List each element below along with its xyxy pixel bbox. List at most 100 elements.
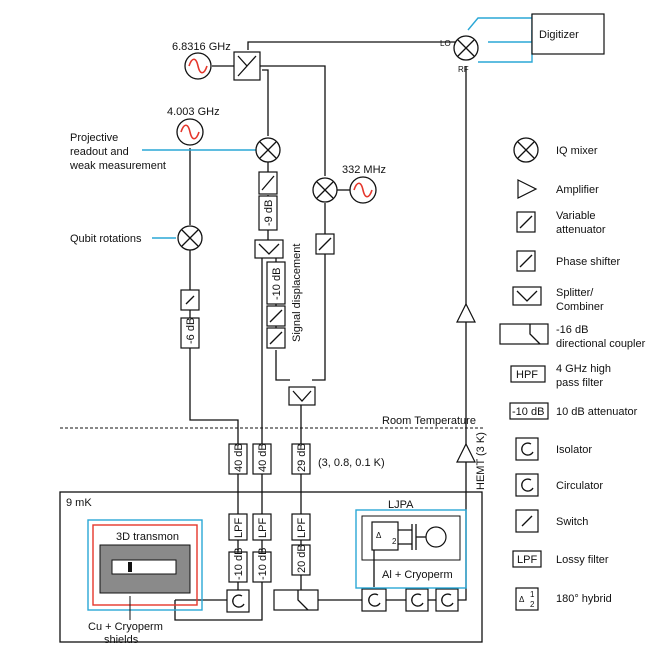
room-amplifier — [456, 302, 476, 323]
demod-mixer — [453, 35, 479, 61]
ljpa-label: LJPA — [388, 499, 414, 511]
svg-text:Δ: Δ — [519, 595, 525, 604]
phase-shift-mid — [266, 327, 286, 349]
legend-switch-icon — [515, 509, 539, 533]
circulator-ljpa — [361, 588, 387, 612]
legend-var-att-icon — [516, 211, 536, 233]
svg-text:LPF: LPF — [257, 518, 269, 538]
legend-lpf-box: LPF — [517, 554, 537, 566]
svg-text:Δ: Δ — [376, 531, 382, 540]
temps-label: (3, 0.8, 0.1 K) — [318, 457, 385, 469]
mk-label: 9 mK — [66, 497, 92, 509]
svg-text:-10 dB: -10 dB — [233, 548, 245, 580]
lo-freq-label: 6.8316 GHz — [172, 41, 231, 53]
legend-phase-shifter-icon — [516, 250, 536, 272]
combiner — [288, 386, 316, 406]
legend-amplifier: Amplifier — [556, 184, 599, 196]
transmon-label: 3D transmon — [116, 531, 179, 543]
sideband-source — [349, 176, 377, 204]
isolator-2 — [435, 588, 459, 612]
legend-att-text: 10 dB attenuator — [556, 406, 638, 418]
legend-att-box: -10 dB — [512, 406, 544, 418]
signal-displacement-label: Signal displacement — [291, 244, 303, 342]
legend-circulator: Circulator — [556, 480, 603, 492]
projective-line-3: weak measurement — [69, 160, 166, 172]
legend-hpf-1: 4 GHz high — [556, 363, 611, 375]
projective-line-1: Projective — [70, 132, 118, 144]
legend-phase-shifter: Phase shifter — [556, 256, 621, 268]
hemt-label: HEMT (3 K) — [475, 432, 487, 490]
svg-text:29 dB: 29 dB — [296, 443, 308, 472]
svg-text:2: 2 — [530, 600, 535, 609]
phase-shifter-readout — [258, 171, 278, 195]
att-10-a: -10 dB — [228, 548, 248, 583]
circulator-transmon — [226, 589, 250, 613]
rotation-mixer — [177, 225, 203, 251]
legend-hpf-icon — [510, 365, 546, 383]
svg-text:40 dB: 40 dB — [233, 443, 245, 472]
svg-text:2: 2 — [392, 537, 397, 546]
legend-iq-mixer-icon — [513, 137, 539, 163]
att-40-a: 40 dB — [228, 443, 248, 475]
att-minus10-mid: -10 dB — [266, 261, 286, 305]
readout-source — [176, 118, 204, 146]
legend-var-att-2: attenuator — [556, 224, 606, 236]
rf-port-label: RF — [458, 65, 469, 74]
att-20: 20 dB — [291, 544, 311, 576]
ljpa-squid — [398, 524, 447, 550]
al-cryoperm-label: Al + Cryoperm — [382, 569, 453, 581]
projective-line-2: readout and — [70, 146, 129, 158]
transmon-junction — [128, 562, 132, 572]
ljpa-hybrid: Δ 2 — [371, 521, 399, 551]
att-10-b: -10 dB — [252, 548, 272, 583]
digitizer-box — [531, 13, 605, 55]
legend-hybrid: 180° hybrid — [556, 593, 612, 605]
cu-label-2: shields — [104, 634, 139, 646]
readout-mixer — [255, 137, 281, 163]
legend-var-att-1: Variable — [556, 210, 596, 222]
var-att-mid — [266, 305, 286, 327]
svg-text:LPF: LPF — [233, 518, 245, 538]
svg-text:1: 1 — [530, 590, 535, 599]
lpf-1: LPF — [228, 513, 248, 541]
sideband-freq-label: 332 MHz — [342, 164, 386, 176]
var-att-sideband — [315, 233, 335, 255]
svg-text:20 dB: 20 dB — [296, 544, 308, 573]
svg-text:-10 dB: -10 dB — [271, 268, 283, 300]
legend-coupler-1: -16 dB — [556, 324, 588, 336]
att-minus9: -9 dB — [258, 195, 278, 231]
cryoperm-shield — [87, 519, 203, 611]
legend: IQ mixer Amplifier Variable attenuator P… — [499, 137, 646, 611]
readout-freq-label: 4.003 GHz — [167, 106, 220, 118]
qubit-rotations-label: Qubit rotations — [70, 233, 142, 245]
legend-hpf-box: HPF — [516, 369, 538, 381]
legend-lossy: Lossy filter — [556, 554, 609, 566]
att-29: 29 dB — [291, 443, 311, 475]
legend-circulator-icon — [515, 473, 539, 497]
att-40-b: 40 dB — [252, 443, 272, 475]
room-temp-label: Room Temperature — [382, 415, 476, 427]
legend-splitter-2: Combiner — [556, 301, 604, 313]
legend-iq-mixer: IQ mixer — [556, 145, 598, 157]
svg-text:LPF: LPF — [296, 518, 308, 538]
switch-rotation — [180, 289, 200, 311]
legend-isolator-icon — [515, 437, 539, 461]
lo-source — [184, 52, 212, 80]
lo-splitter — [233, 51, 261, 81]
legend-lpf-icon — [512, 550, 542, 568]
legend-splitter-1: Splitter/ — [556, 287, 594, 299]
directional-coupler — [273, 589, 319, 611]
mk-stage-box — [59, 491, 483, 643]
legend-hybrid-icon: Δ 1 2 — [515, 587, 539, 611]
mid-splitter — [254, 239, 284, 259]
svg-text:-10 dB: -10 dB — [257, 548, 269, 580]
legend-splitter-icon — [512, 286, 542, 306]
lo-port-label: LO — [440, 39, 451, 48]
legend-coupler-2: directional coupler — [556, 338, 646, 350]
cu-label-1: Cu + Cryoperm — [88, 621, 163, 633]
lpf-2: LPF — [252, 513, 272, 541]
legend-isolator: Isolator — [556, 444, 592, 456]
legend-amplifier-icon — [517, 179, 538, 199]
legend-switch: Switch — [556, 516, 588, 528]
